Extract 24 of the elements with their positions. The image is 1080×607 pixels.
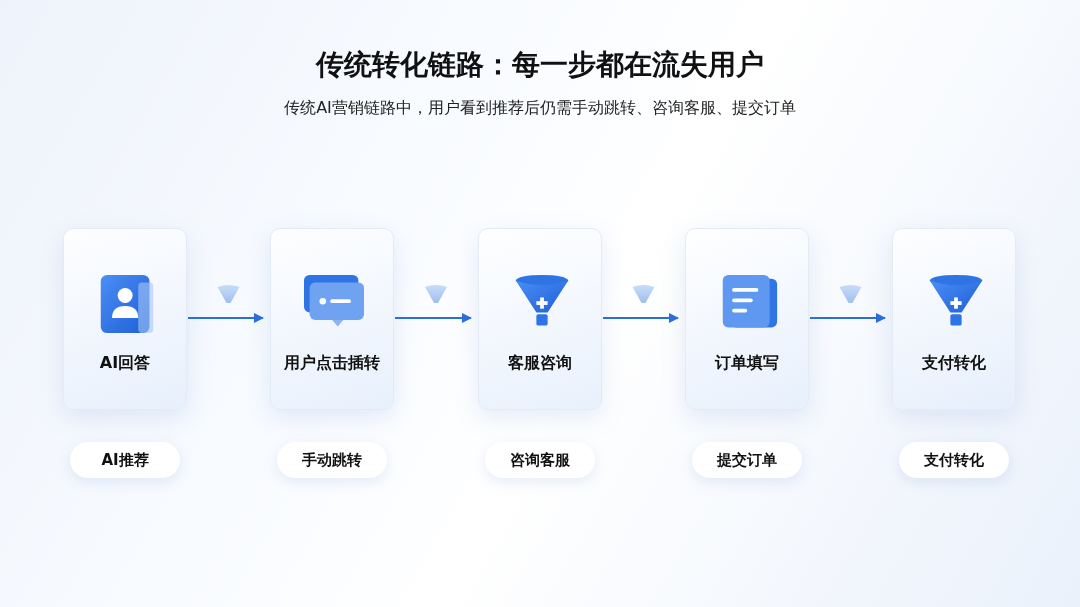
tag-text: 手动跳转 xyxy=(302,450,362,470)
step-label: 用户点击插转 xyxy=(283,353,381,374)
step-card xyxy=(892,228,1016,410)
title: 传统转化链路：每一步都在流失用户 xyxy=(314,47,765,83)
tag-text: 咨询客服 xyxy=(510,450,570,470)
tag-text: AI推荐 xyxy=(101,450,149,470)
subtitle: 传统AI营销链路中，用户看到推荐后仍需手动跳转、咨询客服、提交订单 xyxy=(283,98,797,119)
arrow xyxy=(809,313,886,323)
step-label: 订单填写 xyxy=(713,353,780,374)
step-label: 客服咨询 xyxy=(507,353,573,374)
tag-text: 提交订单 xyxy=(717,450,777,470)
step-card xyxy=(478,228,602,410)
step-card xyxy=(270,228,394,410)
arrow xyxy=(187,313,264,323)
arrow xyxy=(602,313,679,323)
tag-text: 支付转化 xyxy=(924,450,984,470)
step-card xyxy=(685,228,809,410)
arrow xyxy=(394,313,472,323)
step-label: AI回答 xyxy=(98,353,152,374)
stage-tag xyxy=(70,442,180,478)
stage-tag xyxy=(899,442,1009,478)
stage-tag xyxy=(692,442,802,478)
step-label: 支付转化 xyxy=(921,353,987,374)
step-card xyxy=(63,228,187,410)
